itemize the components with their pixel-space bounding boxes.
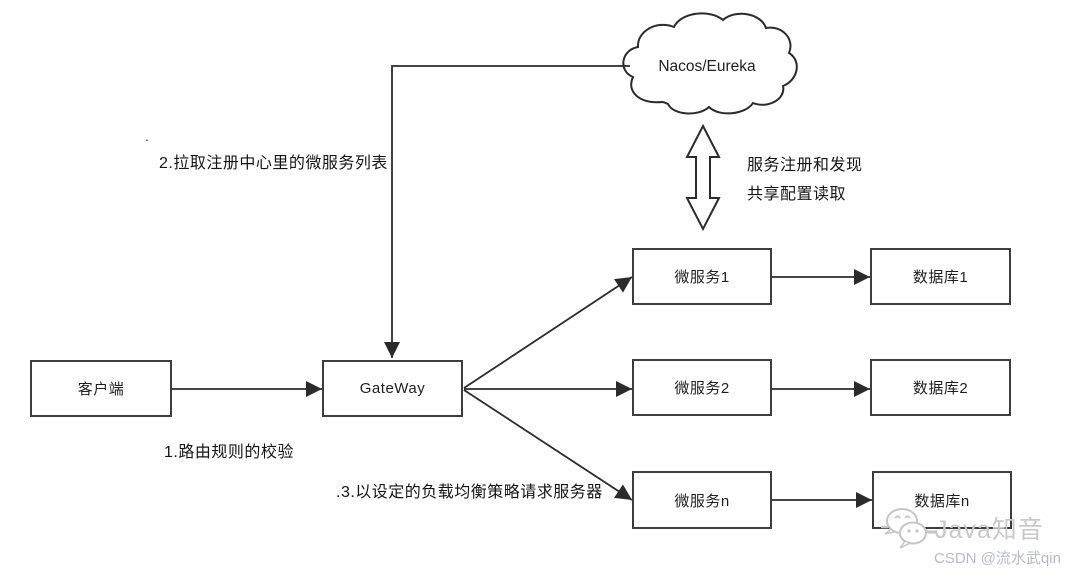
node-db2: 数据库2 <box>870 359 1011 416</box>
registry-cloud-shape <box>622 12 798 115</box>
registry-sync-double-arrow <box>685 123 721 232</box>
annotation-registry-discovery-line1: 服务注册和发现 <box>747 157 863 174</box>
stray-dot-mark: . <box>145 128 149 144</box>
watermark-java-zhiyin: Java知音 <box>881 506 1044 550</box>
watermark-brand-text: Java知音 <box>935 516 1044 544</box>
annotation-registry-discovery-line2: 共享配置读取 <box>747 186 847 203</box>
node-service2: 微服务2 <box>632 359 772 416</box>
node-gateway: GateWay <box>322 360 463 417</box>
node-servicen: 微服务n <box>632 471 772 529</box>
watermark-csdn-credit: CSDN @流水武qin <box>934 550 1061 567</box>
annotation-step3-load-balance: .3.以设定的负载均衡策略请求服务器 <box>336 484 603 501</box>
annotation-step2-pull-service-list: 2.拉取注册中心里的微服务列表 <box>159 155 388 172</box>
node-db1: 数据库1 <box>870 248 1011 305</box>
registry-to-gateway-line <box>383 65 630 358</box>
node-service1: 微服务1 <box>632 248 772 305</box>
node-client: 客户端 <box>30 360 172 417</box>
node-dbn: 数据库n <box>872 471 1012 529</box>
registry-cloud-label: Nacos/Eureka <box>658 58 756 75</box>
annotation-step1-route-check: 1.路由规则的校验 <box>164 444 294 461</box>
gateway-to-servicen-arrow <box>463 389 633 501</box>
wechat-chat-bubbles-icon <box>881 508 937 549</box>
gateway-to-service1-arrow <box>463 276 633 389</box>
